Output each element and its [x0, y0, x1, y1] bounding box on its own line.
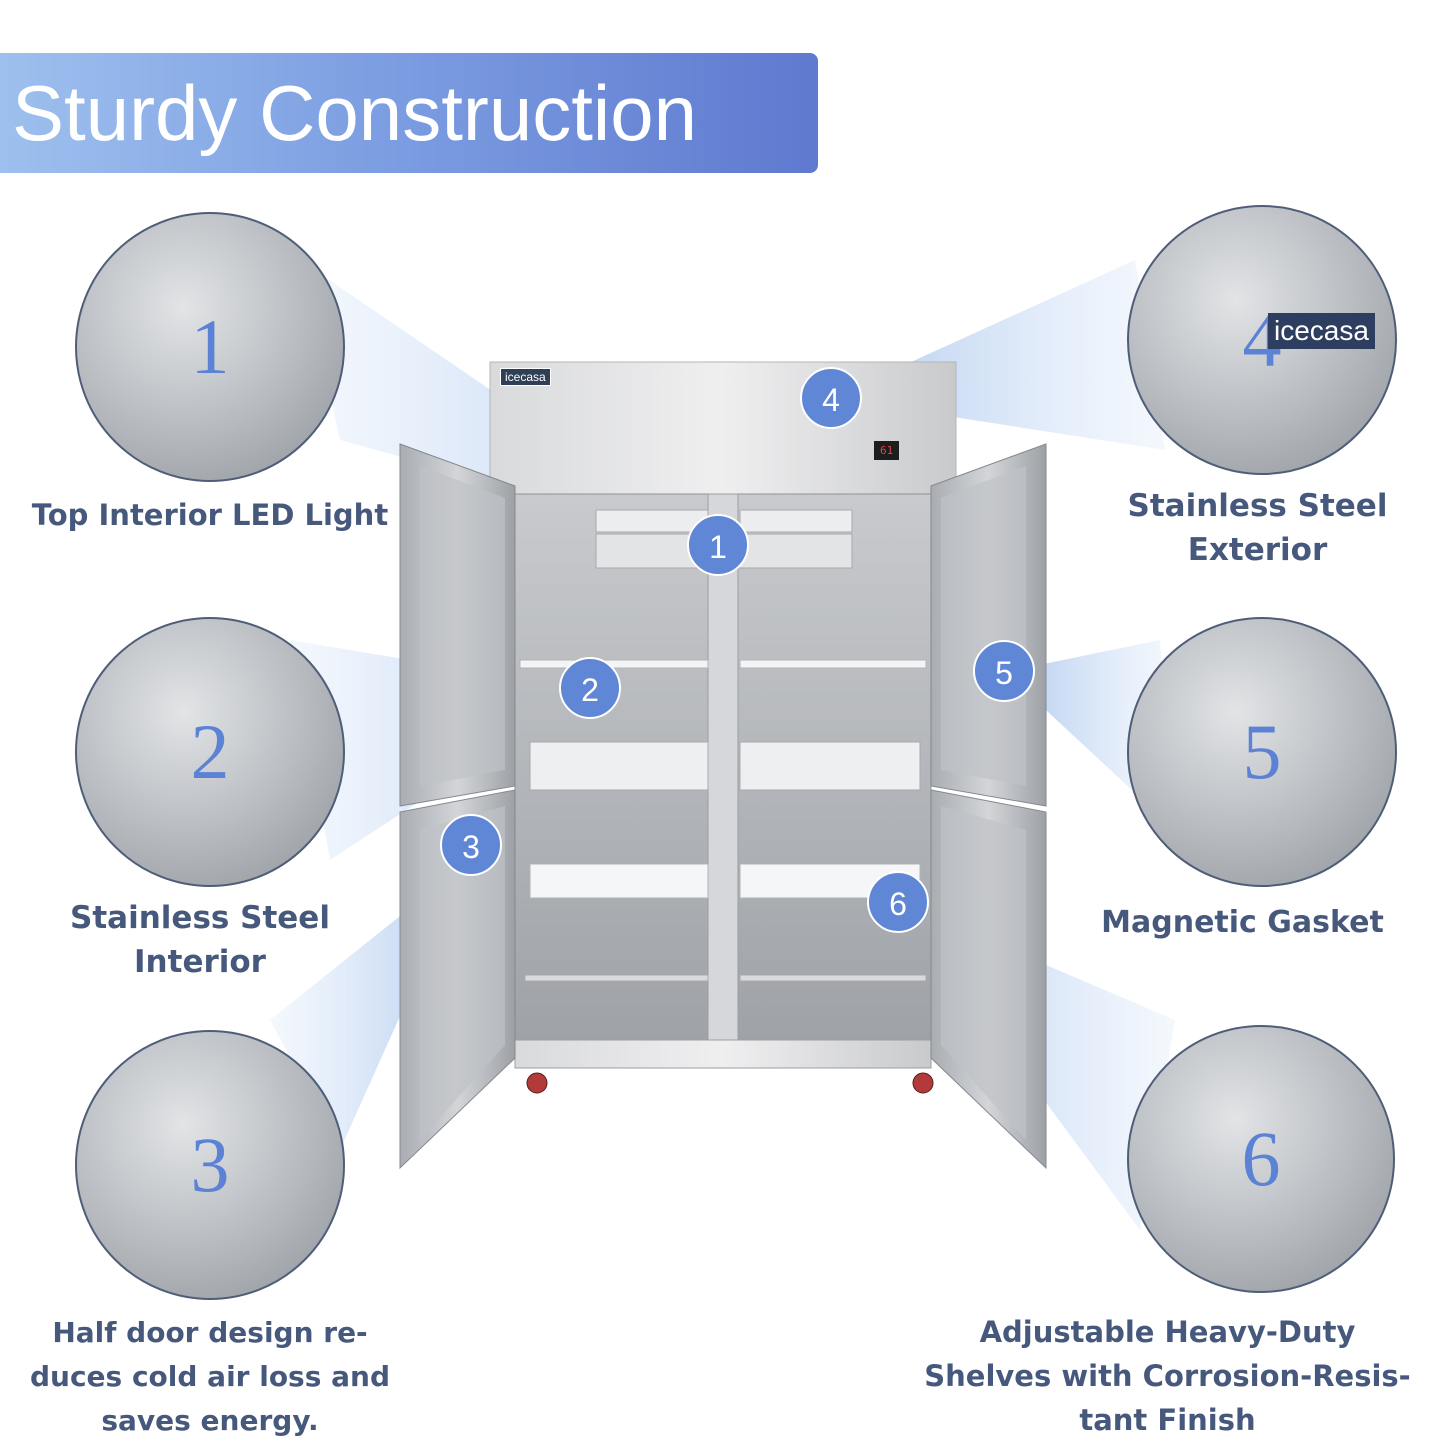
zoom-gasket: 5: [1127, 617, 1397, 887]
caption-line: Adjustable Heavy-Duty: [979, 1315, 1356, 1349]
fridge-brand-logo: icecasa: [500, 368, 551, 386]
zoom-number-3: 3: [190, 1121, 230, 1208]
shelf-4-left: [524, 974, 709, 982]
caster-left: [526, 1072, 548, 1094]
caption-line: Exterior: [1187, 532, 1328, 568]
door-top-right-panel: [941, 466, 1026, 786]
fan-unit-right: [739, 509, 853, 533]
zoom-number-5: 5: [1242, 708, 1282, 795]
caption-line: Shelves with Corrosion-Resis-: [924, 1359, 1411, 1393]
center-mullion: [707, 493, 739, 1051]
shelf-4-right: [739, 974, 927, 982]
shelf-1-left: [519, 659, 709, 669]
caption-gasket: Magnetic Gasket: [1070, 903, 1415, 943]
caption-line: Interior: [134, 944, 266, 980]
zoom-brand-logo: icecasa: [1268, 313, 1375, 349]
zoom-number-2: 2: [190, 708, 230, 795]
caption-interior: Stainless Steel Interior: [30, 896, 370, 984]
page-title: Sturdy Construction: [12, 69, 697, 157]
caption-line: duces cold air loss and: [29, 1360, 391, 1393]
caption-line: Top Interior LED Light: [31, 498, 389, 532]
shelf-2-right: [739, 741, 921, 791]
bottom-rail: [514, 1039, 932, 1069]
zoom-interior: 2: [75, 617, 345, 887]
callout-badge-4: 4: [800, 367, 862, 429]
door-bottom-right-panel: [941, 806, 1026, 1140]
door-bottom-left-panel: [420, 806, 505, 1140]
zoom-led-light: 1: [75, 212, 345, 482]
caption-line: saves energy.: [101, 1404, 319, 1437]
shelf-3-left: [529, 863, 709, 899]
top-housing: [489, 361, 957, 495]
caption-half-door: Half door design re- duces cold air loss…: [15, 1311, 405, 1443]
caption-line: tant Finish: [1079, 1403, 1256, 1437]
shelf-2-left: [529, 741, 709, 791]
caption-line: Stainless Steel: [1127, 488, 1388, 524]
callout-badge-6: 6: [867, 871, 929, 933]
callout-badge-2: 2: [559, 657, 621, 719]
zoom-number-6: 6: [1241, 1115, 1281, 1202]
callout-badge-3: 3: [440, 814, 502, 876]
zoom-half-door: 3: [75, 1030, 345, 1300]
shelf-1-right: [739, 659, 927, 669]
callout-badge-1: 1: [687, 514, 749, 576]
door-top-left-panel: [420, 466, 505, 786]
caption-led-light: Top Interior LED Light: [20, 496, 400, 534]
temperature-display: 61: [874, 441, 900, 460]
caster-right: [912, 1072, 934, 1094]
caption-line: Magnetic Gasket: [1101, 905, 1384, 940]
title-banner: Sturdy Construction: [0, 53, 818, 173]
caption-line: Stainless Steel: [70, 900, 330, 936]
caption-exterior: Stainless Steel Exterior: [1090, 484, 1425, 572]
zoom-number-1: 1: [190, 303, 230, 390]
caption-shelves: Adjustable Heavy-Duty Shelves with Corro…: [895, 1310, 1440, 1442]
caption-line: Half door design re-: [52, 1316, 368, 1349]
callout-badge-5: 5: [973, 640, 1035, 702]
zoom-shelves: 6: [1127, 1025, 1395, 1293]
